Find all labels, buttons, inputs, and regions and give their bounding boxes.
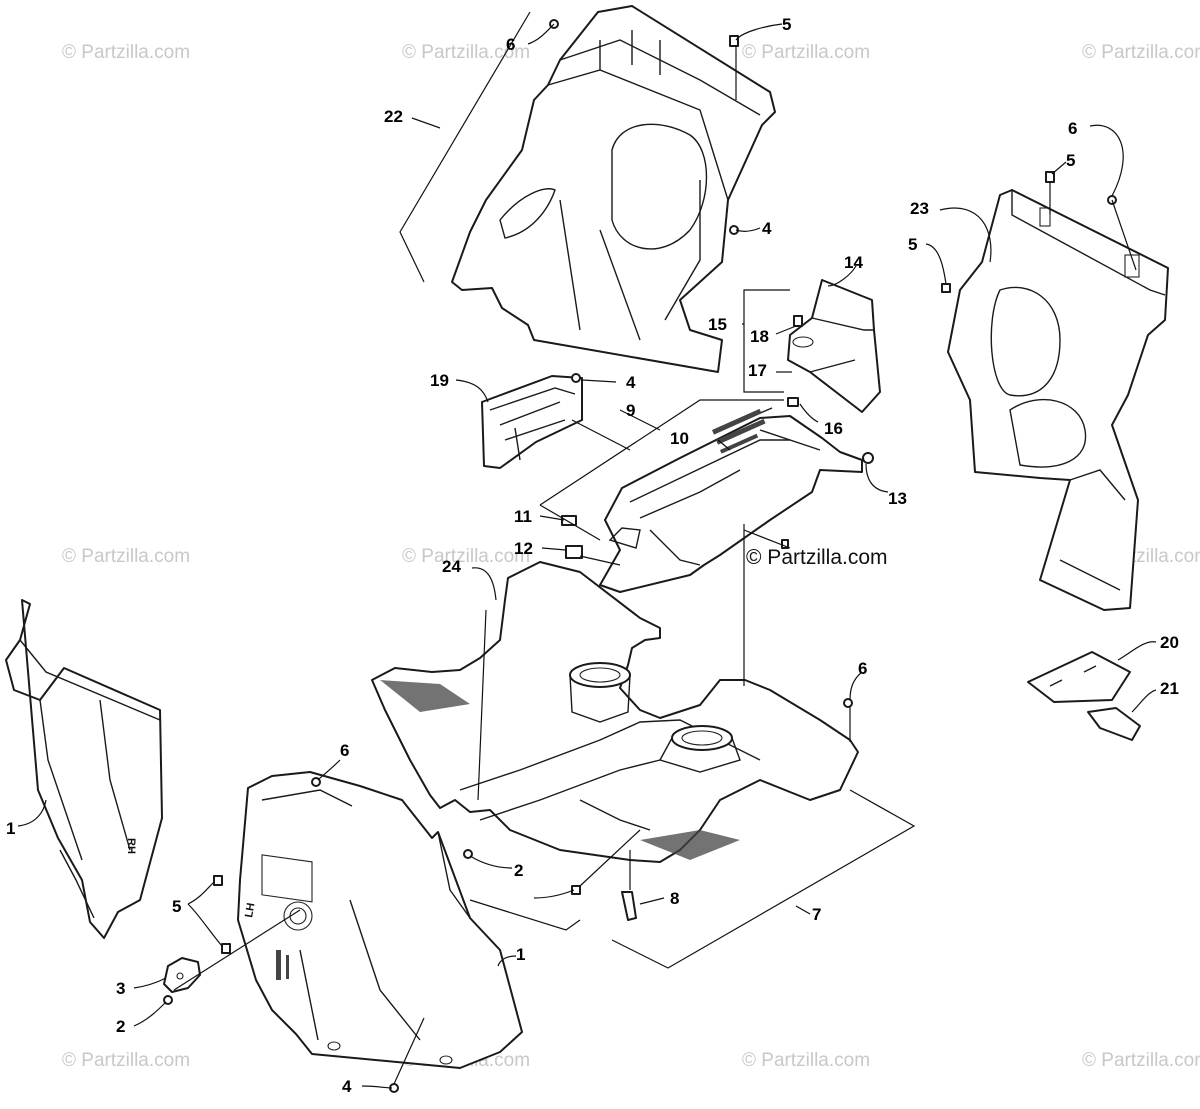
nut-icon [862,452,874,464]
part-marking-rh: RH [125,838,137,854]
callout-label: 4 [762,219,772,238]
callout-label: 21 [1160,679,1179,698]
callout-label: 6 [1068,119,1077,138]
nut-icon [221,943,231,954]
clip-icon [793,315,803,327]
screw-icon [843,698,853,708]
part-8-clip [621,891,637,921]
clip-icon [561,515,577,526]
callout-label: 5 [782,15,791,34]
callout-label: 23 [910,199,929,218]
watermark: © Partzilla.com [742,42,870,63]
watermark: © Partzilla.com [1082,1050,1200,1071]
callout-label: 14 [844,253,863,272]
part-9-center-console [599,407,863,593]
callout-label: 3 [116,979,125,998]
part-marking-lh: LH [243,902,257,919]
part-20-pad [1027,651,1131,703]
callout-label: 1 [6,819,15,838]
callout-label: 5 [1066,151,1075,170]
clip-icon [787,397,799,407]
watermark-center: © Partzilla.com [746,546,888,569]
callout-label: 15 [708,315,727,334]
callout-labels: 1 1 2 2 3 4 4 4 5 5 5 5 6 6 6 6 7 8 9 10… [6,15,1179,1096]
callout-label: 2 [116,1017,125,1036]
leader-lines [17,11,1157,1089]
fasteners [163,19,1117,1093]
callout-label: 6 [506,35,515,54]
callout-label: 11 [514,507,532,526]
part-21-strip [1087,707,1141,741]
callout-label: 4 [342,1077,352,1096]
part-1-rh-side-panel: RH [5,599,163,939]
callout-label: 22 [384,107,403,126]
callout-label: 8 [670,889,679,908]
part-14-bracket [787,279,881,413]
callout-label: 6 [858,659,867,678]
screw-icon [781,539,789,549]
part-3-cover-plate [163,957,201,993]
part-7-floor-pan [371,561,859,863]
callout-label: 4 [626,373,636,392]
callout-label: 19 [430,371,449,390]
callout-label: 7 [812,905,821,924]
nut-icon [571,885,581,895]
callout-label: 2 [514,861,523,880]
watermark: © Partzilla.com [62,1050,190,1071]
callout-label: 10 [670,429,689,448]
callout-label: 18 [750,327,769,346]
clip-icon [565,545,583,559]
nut-icon [729,35,739,47]
callout-label: 5 [908,235,917,254]
watermark: © Partzilla.com [402,42,530,63]
callout-label: 12 [514,539,533,558]
watermark: © Partzilla.com [742,1050,870,1071]
callout-label: 24 [442,557,461,576]
watermark: © Partzilla.com [1082,42,1200,63]
part-1-lh-side-panel: LH [237,771,523,1069]
callout-label: 20 [1160,633,1179,652]
part-19-box-bracket [481,375,583,469]
screw-icon [571,373,581,383]
watermark: © Partzilla.com [62,42,190,63]
callout-label: 16 [824,419,843,438]
part-23-right-side-panel [947,189,1169,611]
part-22-upper-inner-panel [451,5,776,373]
callout-label: 13 [888,489,907,508]
nut-icon [941,283,951,293]
callout-label: 17 [748,361,767,380]
watermark: © Partzilla.com [62,546,190,567]
callout-label: 9 [626,401,635,420]
watermark: © Partzilla.com [402,546,530,567]
callout-label: 6 [340,741,349,760]
nut-icon [213,875,223,886]
callout-label: 5 [172,897,181,916]
callout-label: 1 [516,945,525,964]
